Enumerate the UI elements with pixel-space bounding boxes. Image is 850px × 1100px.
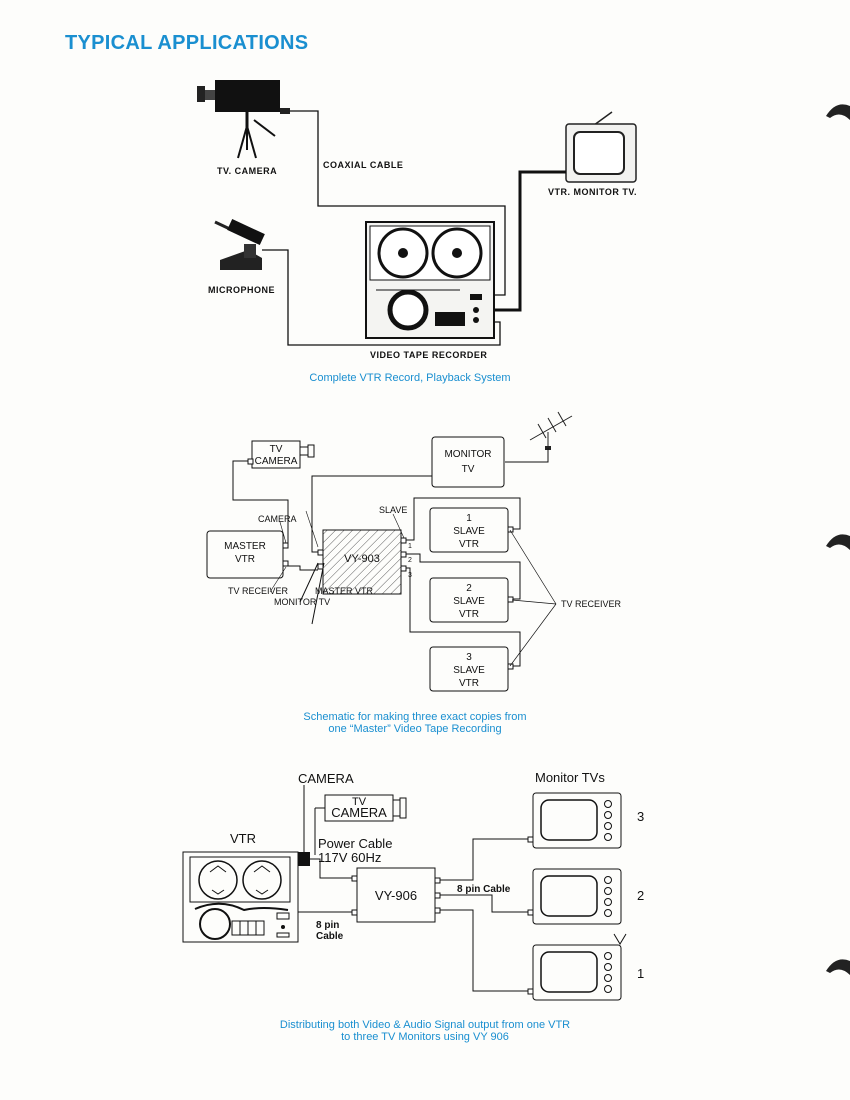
monitor-tv-port-label: MONITOR TV — [274, 597, 330, 607]
master-vtr-box — [206, 530, 284, 579]
monitor-tv-box — [431, 436, 505, 488]
microphone-icon — [214, 218, 265, 270]
monitor-tv-label: MONITOR — [444, 449, 491, 460]
vy-906-label: VY-906 — [375, 888, 417, 903]
tv-camera-label: TV. CAMERA — [217, 166, 277, 176]
master-vtr-label: VTR — [235, 554, 255, 565]
video-tape-recorder-icon — [365, 221, 495, 339]
slave-vtr-label: VTR — [459, 609, 479, 620]
monitor-tv-1-icon — [532, 933, 627, 1001]
monitor-tv-3-icon — [532, 792, 622, 849]
caption-1: Complete VTR Record, Playback System — [309, 372, 511, 384]
slave-vtr-label: SLAVE — [453, 526, 485, 537]
tv-camera-label: TV — [352, 796, 367, 808]
cable-8pin-label: 8 pin Cable — [457, 884, 511, 895]
port-2-label: 2 — [408, 557, 412, 564]
tv-camera-label: CAMERA — [255, 456, 298, 467]
cable-8pin-label: 8 pin — [316, 920, 339, 931]
port-3-label: 3 — [408, 572, 412, 579]
tv-camera-label: CAMERA — [331, 805, 387, 820]
monitor-tv-label: TV — [462, 464, 475, 475]
monitor-tv-icon — [565, 111, 637, 183]
cable-8pin-label: Cable — [316, 931, 344, 942]
page-title: TYPICAL APPLICATIONS — [65, 32, 309, 54]
monitor-number: 3 — [637, 809, 644, 824]
vtr-icon — [182, 851, 299, 943]
vy-903-label: VY-903 — [344, 553, 380, 565]
slave-port-label: SLAVE — [379, 505, 407, 515]
slave-vtr-number: 1 — [466, 513, 472, 524]
caption-2: Schematic for making three exact copies … — [280, 711, 550, 735]
microphone-label: MICROPHONE — [208, 285, 275, 295]
slave-vtr-number: 3 — [466, 652, 472, 663]
vtr-label: VTR — [230, 831, 256, 846]
caption-line: Distributing both Video & Audio Signal o… — [279, 1019, 571, 1031]
slave-vtr-label: SLAVE — [453, 596, 485, 607]
monitor-tvs-header: Monitor TVs — [535, 770, 605, 785]
camera-port-label: CAMERA — [258, 514, 297, 524]
slave-vtr-number: 2 — [466, 583, 472, 594]
coaxial-cable-label: COAXIAL CABLE — [323, 160, 403, 170]
video-tape-recorder-label: VIDEO TAPE RECORDER — [370, 350, 487, 360]
binder-hole-icon — [822, 953, 850, 983]
power-cable-label: Power Cable — [318, 836, 392, 851]
caption-3: Distributing both Video & Audio Signal o… — [250, 1019, 600, 1043]
antenna-icon — [505, 411, 573, 463]
master-vtr-port-label: MASTER VTR — [315, 586, 374, 596]
monitor-number: 2 — [637, 888, 644, 903]
master-vtr-label: MASTER — [224, 541, 266, 552]
caption-line: one “Master” Video Tape Recording — [328, 723, 502, 735]
tv-camera-icon — [197, 80, 290, 159]
binder-hole-icon — [822, 528, 850, 558]
slave-vtr-label: VTR — [459, 539, 479, 550]
slave-vtr-label: SLAVE — [453, 665, 485, 676]
caption-line: to three TV Monitors using VY 906 — [341, 1031, 509, 1043]
tv-camera-label: TV — [270, 444, 283, 455]
monitor-number: 1 — [637, 966, 644, 981]
monitor-tv-2-icon — [532, 868, 622, 925]
port-1-label: 1 — [408, 543, 412, 550]
tv-receiver-right-label: TV RECEIVER — [561, 599, 622, 609]
binder-hole-icon — [822, 98, 850, 128]
tv-receiver-left-label: TV RECEIVER — [228, 586, 289, 596]
caption-line: Schematic for making three exact copies … — [303, 711, 527, 723]
slave-vtr-label: VTR — [459, 678, 479, 689]
power-cable-label: 117V 60Hz — [318, 850, 381, 865]
vy-903-box — [322, 529, 402, 595]
camera-header: CAMERA — [298, 771, 354, 786]
monitor-tv-label: VTR. MONITOR TV. — [548, 187, 637, 197]
